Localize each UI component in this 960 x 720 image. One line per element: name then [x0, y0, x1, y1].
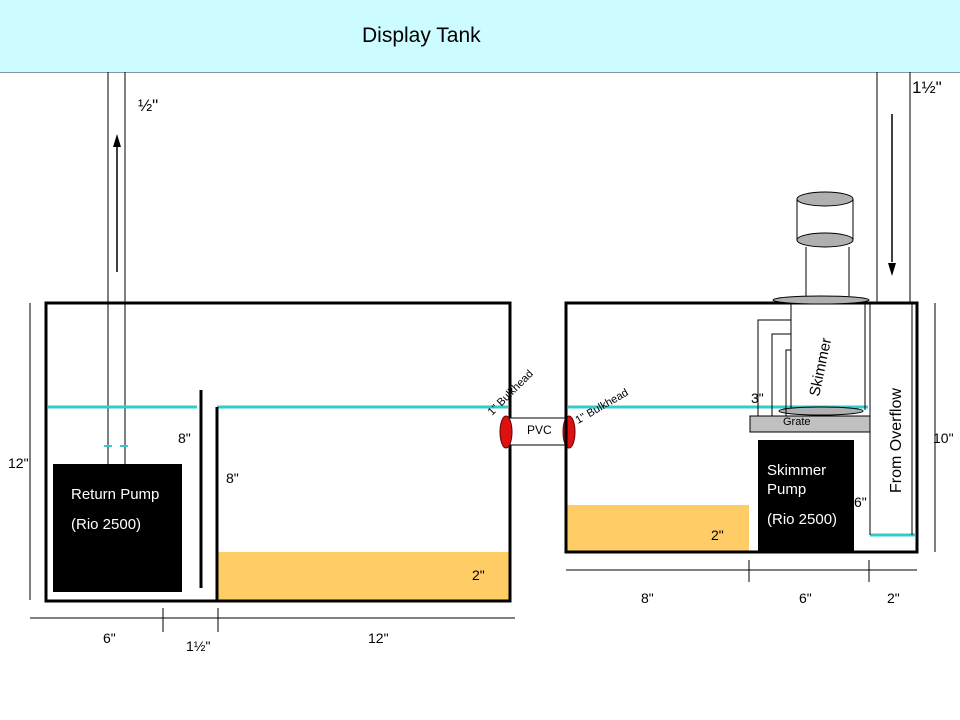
overflow-pipe-size-label: 1½"	[912, 78, 942, 97]
skimmer-pump-name-2: Pump	[767, 481, 807, 498]
baffle-height-lower-label: 8"	[226, 470, 239, 486]
overflow-pipe	[876, 72, 911, 304]
return-pipe	[107, 72, 126, 465]
skimmer-body	[772, 295, 870, 416]
skimmer-label: Skimmer	[806, 336, 835, 397]
dim-left-2-label: 1½"	[186, 638, 211, 654]
dim-right-2-label: 6"	[799, 590, 812, 606]
dim-left-3-label: 12"	[368, 630, 389, 646]
skimmer-feed-lines	[757, 319, 791, 418]
display-tank-header	[0, 0, 960, 73]
pvc-connector	[507, 417, 568, 446]
baffle-height-upper-label: 8"	[178, 430, 191, 446]
dim-right-1-label: 8"	[641, 590, 654, 606]
dim-left-1-label: 6"	[103, 630, 116, 646]
sand-right-label: 2"	[711, 527, 724, 543]
skimmer-pump-name: Skimmer	[767, 462, 827, 479]
grate-label: Grate	[783, 416, 811, 428]
baffle	[199, 390, 219, 601]
return-pump-model: (Rio 2500)	[71, 516, 142, 533]
skimmer-clearance-label: 3"	[751, 390, 764, 406]
skimmer-pump-model: (Rio 2500)	[767, 511, 838, 528]
dim-right-3-label: 2"	[887, 590, 900, 606]
left-sump-height-label: 12"	[8, 455, 29, 471]
right-sump-tank	[564, 301, 919, 554]
pvc-label: PVC	[527, 423, 552, 437]
from-overflow-label: From Overflow	[888, 388, 905, 493]
return-pump	[53, 464, 182, 592]
left-sump-tank	[44, 301, 512, 603]
bulkhead-left	[499, 415, 513, 449]
flow-up-arrow-icon	[113, 134, 121, 272]
return-pipe-size-label: ½"	[138, 96, 159, 115]
sand-bed-right	[567, 505, 749, 552]
right-sump-height-label: 10"	[933, 430, 954, 446]
right-width-dimensions	[566, 560, 917, 582]
skimmer-collection-cup	[796, 191, 854, 296]
grate	[749, 415, 871, 433]
flow-down-arrow-icon	[888, 114, 896, 276]
left-width-dimensions	[30, 608, 515, 632]
sand-bed-left	[217, 552, 510, 601]
return-pump-name: Return Pump	[71, 486, 160, 503]
skimmer-pump-gap-label: 6"	[854, 494, 867, 510]
sand-left-label: 2"	[472, 567, 485, 583]
skimmer-pump	[758, 440, 854, 552]
page-title: Display Tank	[362, 24, 481, 47]
